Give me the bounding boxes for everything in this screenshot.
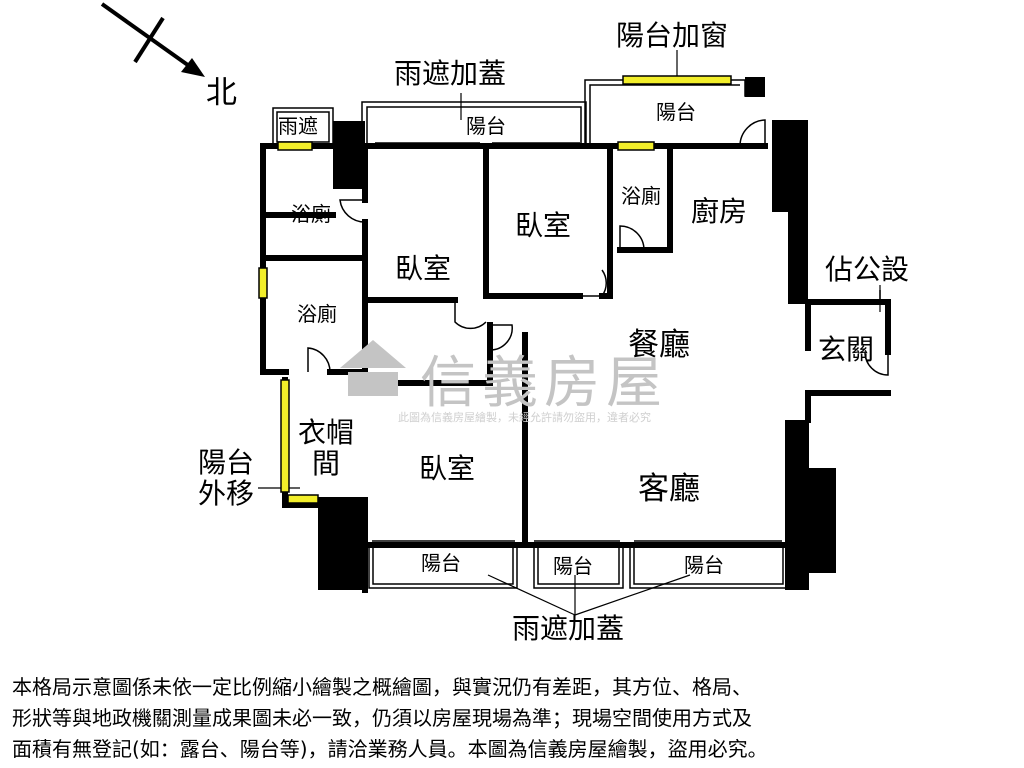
leader-lines [258, 50, 881, 616]
kitchen-label: 廚房 [691, 195, 748, 228]
bath-1-label: 浴廁 [291, 202, 331, 226]
bath-3-label: 浴廁 [621, 184, 661, 208]
rain-cover-label: 雨遮 [278, 114, 318, 138]
balcony-bottom-mid-label: 陽台 [553, 554, 593, 578]
bedroom-1-label: 臥室 [395, 252, 452, 285]
balcony-bottom-left-label: 陽台 [421, 551, 461, 575]
sliding-doors [372, 142, 782, 542]
bath-2-label: 浴廁 [297, 302, 337, 326]
doors [307, 119, 889, 376]
rain-cover-add-bottom-label: 雨遮加蓋 [512, 612, 625, 645]
balcony-bottom-right-label: 陽台 [684, 553, 724, 577]
compass-arrow-icon [100, 2, 205, 77]
watermark-brand: 信義房屋 [420, 351, 668, 416]
north-label: 北 [206, 75, 237, 111]
watermark-notice: 此圖為信義房屋繪製，未經允許請勿盜用，違者必究 [398, 411, 651, 424]
balcony-moved-out-label: 陽台外移 [197, 446, 254, 510]
balcony-window-add-label: 陽台加窗 [616, 19, 729, 52]
balcony-top-label: 陽台 [466, 114, 506, 138]
disclaimer-line-3: 面積有無登記(如：露台、陽台等)，請洽業務人員。本圖為信義房屋繪製，盜用必究。 [12, 737, 768, 761]
disclaimer-line-2: 形狀等與地政機關測量成果圖未必一致，仍須以房屋現場為準；現場空間使用方式及 [12, 706, 752, 730]
bedroom-3-label: 臥室 [419, 452, 476, 485]
closet-label: 衣帽間 [297, 416, 354, 480]
shared-area-label: 佔公設 [825, 253, 910, 286]
balcony-top-right-label: 陽台 [656, 100, 696, 124]
structural-columns [318, 77, 836, 590]
watermark-logo-icon [340, 340, 406, 396]
living-label: 客廳 [638, 471, 700, 507]
windows [258, 75, 732, 504]
bedroom-2-label: 臥室 [515, 209, 572, 242]
rain-cover-add-top-label: 雨遮加蓋 [394, 57, 507, 90]
disclaimer-text: 本格局示意圖係未依一定比例縮小繪製之概繪圖，與實況仍有差距，其方位、格局、 形狀… [12, 672, 1017, 765]
disclaimer-line-1: 本格局示意圖係未依一定比例縮小繪製之概繪圖，與實況仍有差距，其方位、格局、 [12, 675, 752, 699]
dining-label: 餐廳 [628, 327, 690, 363]
entrance-label: 玄關 [818, 333, 875, 366]
